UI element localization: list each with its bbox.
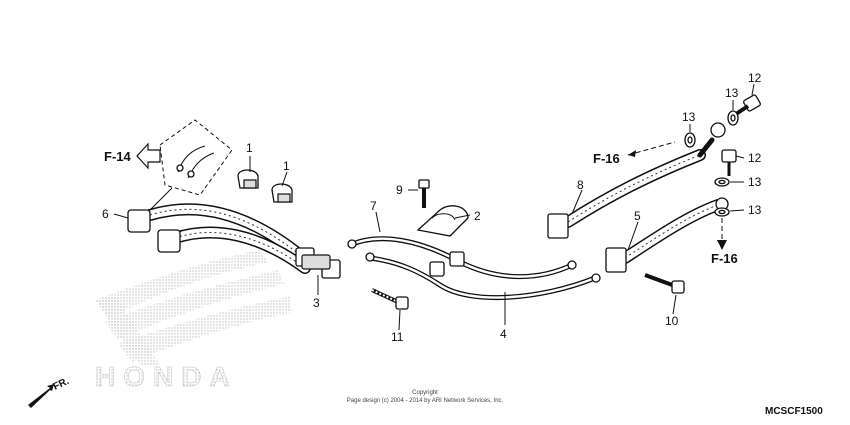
f16-arrow-upper <box>627 141 676 157</box>
clamp-2 <box>416 205 469 237</box>
pipe-7 <box>347 236 577 280</box>
ref-f14: F-14 <box>104 149 132 164</box>
callout-10: 10 <box>665 314 679 328</box>
pipe-4 <box>365 252 601 301</box>
ref-f16-lower: F-16 <box>711 251 738 266</box>
callout-1b: 1 <box>283 159 290 173</box>
ref-f16-upper: F-16 <box>593 151 620 166</box>
callout-4: 4 <box>500 327 507 341</box>
f16-arrow-lower <box>717 218 727 250</box>
hose-assembly-6 <box>127 203 311 274</box>
banjo-bolt-12-top <box>734 94 761 116</box>
callout-7: 7 <box>370 199 377 213</box>
leader-lines <box>113 83 755 331</box>
washer-13-top-b <box>684 132 696 148</box>
banjo-bolt-12-mid <box>721 149 737 176</box>
front-arrow-icon <box>28 384 54 408</box>
copyright-line2: Page design (c) 2004 - 2014 by ARI Netwo… <box>347 398 504 404</box>
hose-8 <box>547 122 726 239</box>
callout-12b: 12 <box>748 151 762 165</box>
bolt-9 <box>418 179 430 208</box>
honda-watermark-text: HONDA <box>95 361 238 392</box>
washer-13-mid <box>714 177 730 187</box>
callout-13c: 13 <box>748 175 762 189</box>
callout-12a: 12 <box>748 71 762 85</box>
honda-wing-watermark <box>95 250 292 365</box>
bolt-11 <box>371 288 409 310</box>
callout-13b: 13 <box>725 86 739 100</box>
washer-13-low <box>714 207 730 217</box>
callout-3: 3 <box>313 296 320 310</box>
hose-5 <box>605 197 729 273</box>
callout-2: 2 <box>474 209 481 223</box>
callout-13d: 13 <box>748 203 762 217</box>
callout-9: 9 <box>396 183 403 197</box>
callout-8: 8 <box>577 178 584 192</box>
clamp-1b <box>271 183 293 203</box>
callout-5: 5 <box>634 209 641 223</box>
callout-13a: 13 <box>682 110 696 124</box>
clamp-1a <box>237 169 259 189</box>
copyright-line1: Copyright <box>412 390 438 396</box>
callout-1a: 1 <box>246 141 253 155</box>
washer-13-top-a <box>727 110 739 126</box>
diagram-code: MCSCF1500 <box>765 406 823 417</box>
callout-11: 11 <box>391 330 404 344</box>
bolt-10 <box>644 273 685 294</box>
f14-arrow <box>136 142 161 170</box>
joint-block-3 <box>295 247 341 279</box>
detail-inset <box>149 119 233 211</box>
front-label: FR. <box>52 376 71 393</box>
callout-6: 6 <box>102 207 109 221</box>
